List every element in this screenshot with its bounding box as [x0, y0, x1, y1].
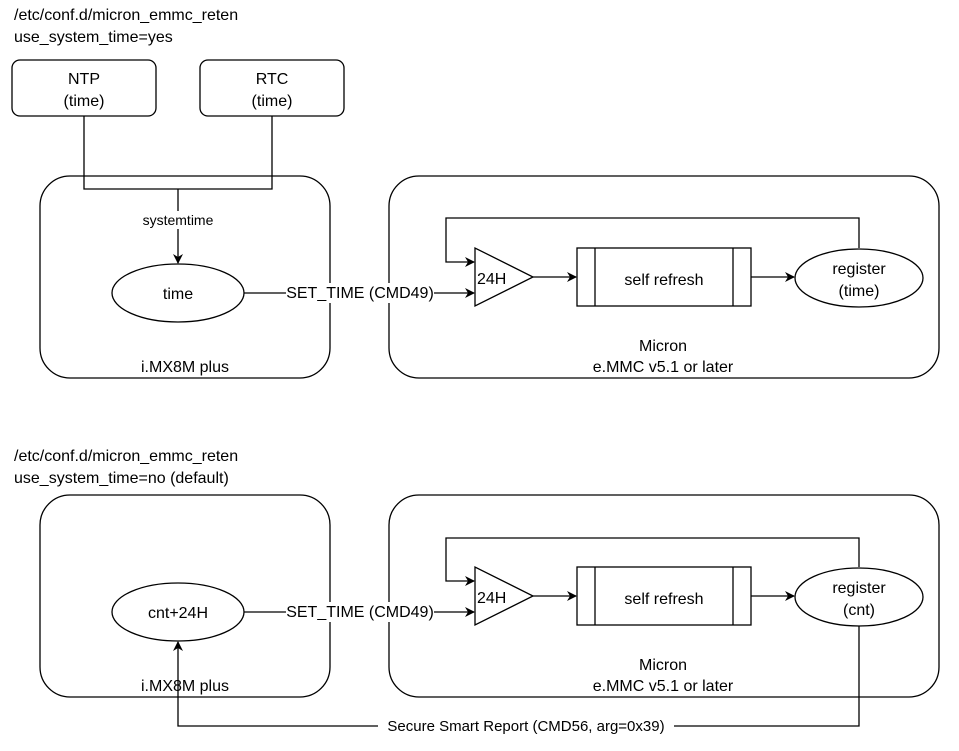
- bottom-cnt-node: cnt+24H: [111, 582, 245, 642]
- top-self-refresh-process: self refresh: [576, 247, 752, 307]
- bottom-register-label-2: (cnt): [843, 602, 875, 619]
- top-time-node: time: [111, 263, 245, 323]
- rtc-sub-label: (time): [252, 93, 293, 110]
- bottom-cnt-label: cnt+24H: [148, 605, 208, 622]
- top-time-label: time: [163, 286, 193, 303]
- top-config-file: /etc/conf.d/micron_emmc_reten: [14, 7, 238, 24]
- bottom-timer-24h: 24H: [474, 565, 535, 627]
- bottom-host-label: i.MX8M plus: [141, 678, 229, 695]
- top-systemtime-label: systemtime: [143, 212, 214, 228]
- ntp-sub-label: (time): [64, 93, 105, 110]
- ntp-label: NTP: [68, 71, 100, 88]
- bottom-feedback-edge: [445, 537, 860, 586]
- top-timer-label: 24H: [477, 271, 506, 288]
- top-host-label: i.MX8M plus: [141, 359, 229, 376]
- top-feedback-edge: [445, 217, 860, 267]
- top-register-node: register (time): [794, 248, 924, 308]
- top-self-refresh-label: self refresh: [624, 272, 703, 289]
- bottom-device-label-2: e.MMC v5.1 or later: [593, 678, 734, 695]
- bottom-set-time-label: SET_TIME (CMD49): [286, 604, 434, 621]
- ntp-source-box: NTP (time): [11, 59, 157, 117]
- bottom-self-refresh-process: self refresh: [576, 566, 752, 626]
- rtc-source-box: RTC (time): [199, 59, 345, 117]
- top-register-label-2: (time): [839, 283, 880, 300]
- top-set-time-label: SET_TIME (CMD49): [286, 285, 434, 302]
- bottom-section: /etc/conf.d/micron_emmc_reten use_system…: [14, 448, 940, 735]
- top-register-label-1: register: [832, 261, 886, 278]
- bottom-device-label-1: Micron: [639, 657, 687, 674]
- bottom-timer-label: 24H: [477, 590, 506, 607]
- top-config-setting: use_system_time=yes: [14, 29, 173, 46]
- bottom-register-node: register (cnt): [794, 567, 924, 627]
- bottom-config-setting: use_system_time=no (default): [14, 470, 229, 487]
- bottom-register-label-1: register: [832, 580, 886, 597]
- bottom-config-file: /etc/conf.d/micron_emmc_reten: [14, 448, 238, 465]
- top-section: /etc/conf.d/micron_emmc_reten use_system…: [11, 7, 940, 379]
- top-device-label-1: Micron: [639, 338, 687, 355]
- bottom-self-refresh-label: self refresh: [624, 591, 703, 608]
- top-device-label-2: e.MMC v5.1 or later: [593, 359, 734, 376]
- top-timer-24h: 24H: [474, 246, 535, 308]
- rtc-label: RTC: [256, 71, 289, 88]
- bottom-report-label: Secure Smart Report (CMD56, arg=0x39): [387, 718, 664, 735]
